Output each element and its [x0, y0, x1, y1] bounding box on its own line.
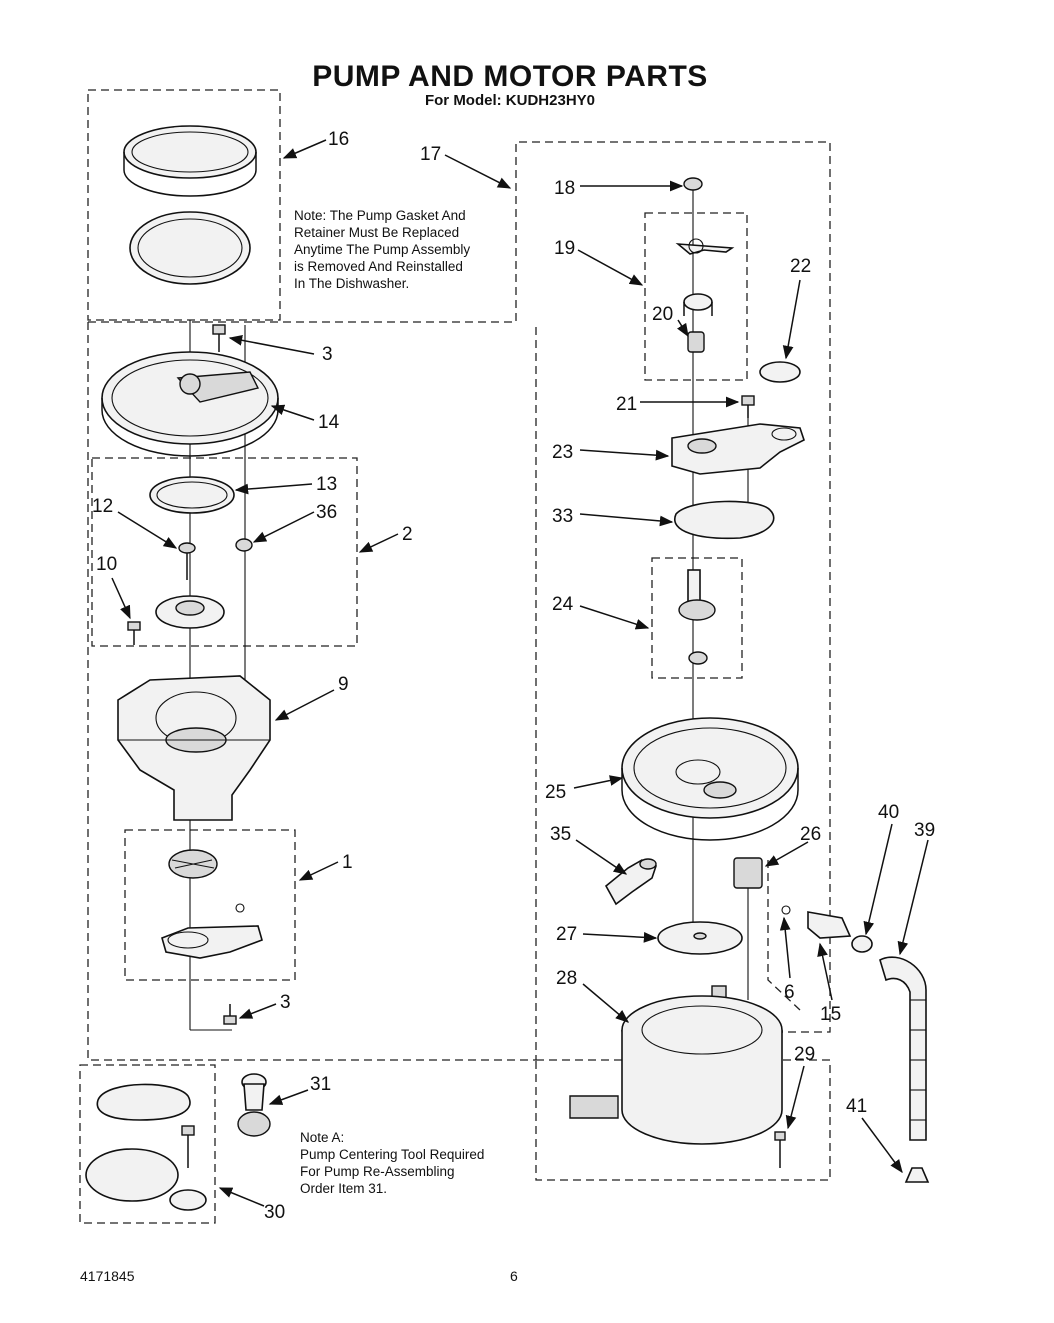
gasket-note: Note: The Pump Gasket And Retainer Must …: [294, 207, 470, 292]
part-35-elbow: [604, 858, 657, 906]
page-title: PUMP AND MOTOR PARTS: [312, 60, 708, 93]
note-a: Note A: Pump Centering Tool Required For…: [300, 1129, 484, 1197]
group-box-17: [88, 141, 831, 1033]
part-30-kit: [85, 1083, 207, 1211]
gasket-note-line: Anytime The Pump Assembly: [294, 242, 471, 257]
part-27-slinger: [657, 921, 743, 955]
part-19-spring: [683, 293, 713, 316]
part-39-drain-hose: [879, 956, 927, 1141]
model-subtitle: For Model: KUDH23HY0: [424, 92, 596, 109]
group-box-2: [91, 457, 358, 647]
part-6-o-ring: [781, 905, 791, 915]
part-12-screw: [178, 542, 196, 580]
callout-36: 36: [316, 502, 337, 523]
part-3-screw-bottom: [223, 1004, 237, 1025]
callout-35: 35: [550, 824, 571, 845]
callout-40: 40: [878, 802, 899, 823]
callout-labels: 16 17 18 19 20 22 21 23 33 24 25 35 26 4…: [92, 129, 935, 1223]
callout-41: 41: [846, 1096, 867, 1117]
callout-29: 29: [794, 1044, 815, 1065]
callout-33: 33: [552, 506, 573, 527]
part-26-bracket: [733, 857, 763, 889]
callout-6: 6: [784, 982, 795, 1003]
gasket-note-line: Note: The Pump Gasket And: [294, 208, 466, 223]
part-29-screw: [774, 1131, 786, 1168]
part-28-motor: [569, 985, 783, 1145]
callout-21: 21: [616, 394, 637, 415]
document-number: 4171845: [80, 1268, 135, 1284]
part-20-plunger: [687, 331, 705, 353]
callout-2: 2: [402, 524, 413, 545]
leader-lines: [111, 139, 929, 1207]
part-36-plug: [235, 538, 253, 552]
hose-outline: [767, 860, 801, 1011]
callout-23: 23: [552, 442, 573, 463]
part-10-screw: [127, 621, 141, 645]
note-a-line: Note A:: [300, 1130, 345, 1145]
part-14-cover-plate: [101, 351, 279, 457]
part-2-impeller: [155, 595, 225, 629]
part-21-screw: [741, 395, 755, 418]
note-a-line: Pump Centering Tool Required: [300, 1147, 485, 1162]
callout-28: 28: [556, 968, 577, 989]
gasket-note-line: Retainer Must Be Replaced: [294, 225, 460, 240]
callout-30: 30: [264, 1202, 285, 1223]
part-23-valve-plate: [671, 423, 805, 475]
part-40-clamp: [851, 935, 873, 953]
group-box-19: [644, 212, 748, 381]
group-box-16: [87, 89, 281, 321]
part-9-pump-housing: [117, 675, 271, 821]
note-a-line: Order Item 31.: [300, 1181, 388, 1196]
callout-3-top: 3: [322, 344, 333, 365]
callout-15: 15: [820, 1004, 841, 1025]
part-22-ring: [759, 361, 801, 383]
callout-31: 31: [310, 1074, 331, 1095]
part-18-nut: [683, 177, 703, 191]
callout-14: 14: [318, 412, 340, 433]
part-16-gasket-ring: [123, 125, 257, 197]
note-a-line: For Pump Re-Assembling: [300, 1164, 455, 1179]
part-25-motor-mount: [621, 717, 799, 841]
callout-9: 9: [338, 674, 349, 695]
gasket-note-line: In The Dishwasher.: [294, 276, 410, 291]
group-box-24: [651, 557, 743, 679]
callout-13: 13: [316, 474, 337, 495]
callout-24: 24: [552, 594, 574, 615]
part-3-screw-top: [212, 324, 226, 352]
callout-26: 26: [800, 824, 821, 845]
part-31-centering-tool: [237, 1073, 271, 1137]
callout-25: 25: [545, 782, 566, 803]
callout-18: 18: [554, 178, 575, 199]
callout-19: 19: [554, 238, 575, 259]
part-19-clip: [675, 238, 735, 255]
callout-12: 12: [92, 496, 113, 517]
group-box-30: [79, 1064, 216, 1224]
callout-17: 17: [420, 144, 441, 165]
callout-20: 20: [652, 304, 673, 325]
part-15-coupling: [807, 911, 852, 939]
callout-22: 22: [790, 256, 811, 277]
part-1-filter-screen: [168, 849, 218, 879]
callout-1: 1: [342, 852, 353, 873]
callout-27: 27: [556, 924, 577, 945]
page-number: 6: [510, 1268, 518, 1284]
part-13-seal-ring: [149, 476, 235, 514]
part-24-shaft-seal: [678, 569, 716, 665]
callout-10: 10: [96, 554, 117, 575]
callout-3-bottom: 3: [280, 992, 291, 1013]
callout-39: 39: [914, 820, 935, 841]
part-1-pump-base: [161, 903, 263, 959]
part-33-gasket: [673, 500, 775, 540]
part-41-hose-end: [904, 1167, 930, 1183]
part-16-retainer-ring: [129, 211, 251, 285]
group-box-1: [124, 829, 296, 981]
gasket-note-line: is Removed And Reinstalled: [294, 259, 463, 274]
main-pump-outline: [87, 322, 537, 1061]
callout-16: 16: [328, 129, 349, 150]
